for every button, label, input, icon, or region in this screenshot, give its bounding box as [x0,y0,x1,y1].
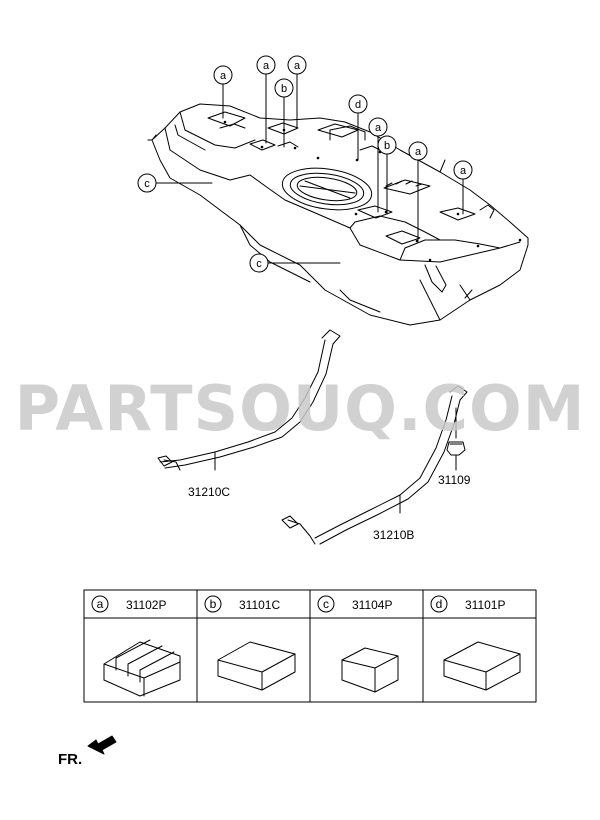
fuel-tank [147,103,529,326]
svg-text:b: b [281,83,287,95]
small-block-icon [341,647,399,693]
callouts: a a a b d a b a [137,55,473,273]
svg-text:d: d [355,99,361,111]
ribbed-pad-icon [103,639,181,697]
callout-a: a [213,65,233,85]
callout-b: b [377,135,397,155]
part-label-31210b: 31210B [373,528,414,542]
svg-text:a: a [415,146,422,158]
legend-table [83,589,537,703]
svg-text:a: a [263,60,270,72]
part-label-31109: 31109 [438,473,471,487]
svg-text:a: a [375,122,382,134]
callout-d: d [348,94,368,114]
callout-c: c [137,173,157,193]
front-direction-label: FR. [58,751,82,768]
legend-letter: c [323,597,329,611]
legend-letter: b [210,597,217,611]
callout-a: a [453,160,473,180]
svg-text:b: b [384,140,390,152]
watermark: PARTSOUQ.COM [14,372,586,445]
callout-a: a [368,117,388,137]
callout-a: a [287,55,307,75]
legend-part-number: 31101C [239,598,280,612]
strap-31210c [157,329,341,471]
svg-text:a: a [294,60,301,72]
callout-a: a [256,55,276,75]
legend-letter: a [97,597,104,611]
nut-31109 [446,407,466,471]
svg-text:c: c [256,258,262,270]
callout-a: a [408,141,428,161]
strap-31210b [281,385,468,545]
legend-letter: d [436,597,443,611]
callout-c: c [249,253,269,273]
legend-part-number: 31104P [352,598,392,612]
svg-text:c: c [144,178,150,190]
flat-pad-icon [217,641,296,691]
legend-part-number: 31102P [126,598,166,612]
flat-pad-icon [443,641,521,691]
front-arrow-icon [87,735,117,755]
callout-leaders [155,73,464,264]
svg-text:a: a [460,165,467,177]
part-label-31210c: 31210C [188,485,230,499]
callout-b: b [274,78,294,98]
svg-text:a: a [220,70,227,82]
legend-part-number: 31101P [465,598,505,612]
